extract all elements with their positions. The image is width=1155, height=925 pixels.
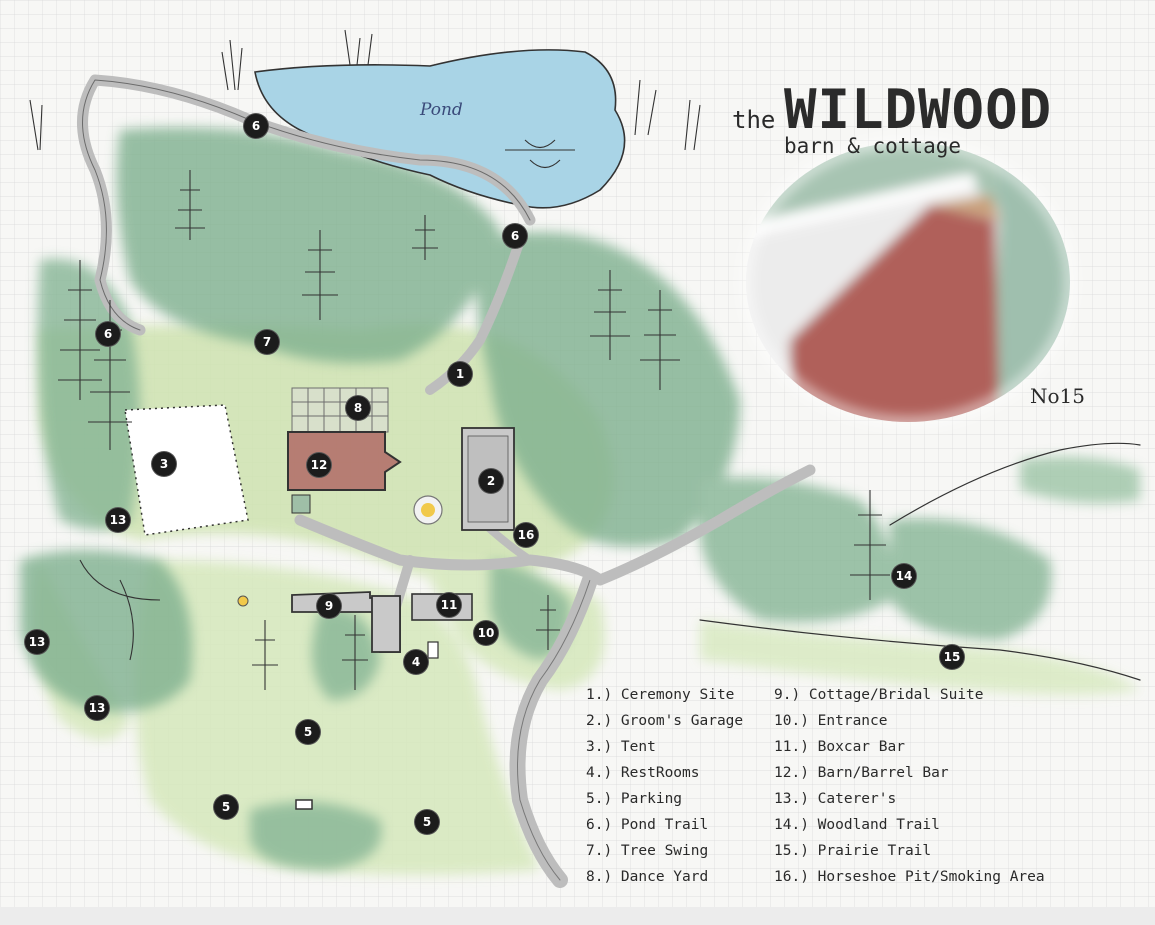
- legend-item: 8.) Dance Yard: [586, 869, 709, 885]
- marker-horseshoe-pit[interactable]: 16: [514, 523, 538, 547]
- marker-restrooms[interactable]: 4: [404, 650, 428, 674]
- marker-woodland-trail[interactable]: 14: [892, 564, 916, 588]
- trails: [77, 74, 1141, 888]
- map-title: WILDWOOD: [784, 78, 1053, 141]
- barn-shape: [287, 431, 402, 491]
- marker-entrance[interactable]: 10: [474, 621, 498, 645]
- forest-areas: [20, 127, 1140, 870]
- legend-item: 13.) Caterer's: [774, 791, 897, 807]
- legend-column-right: 9.) Cottage/Bridal Suite 10.) Entrance 1…: [774, 682, 1045, 890]
- marker-caterers[interactable]: 13: [106, 508, 130, 532]
- marker-barn-barrel-bar[interactable]: 12: [307, 453, 331, 477]
- legend-item: 1.) Ceremony Site: [586, 687, 735, 703]
- legend-item: 10.) Entrance: [774, 713, 888, 729]
- bottom-bar: [0, 907, 1155, 925]
- legend-item: 2.) Groom's Garage: [586, 713, 744, 729]
- marker-parking[interactable]: 5: [415, 810, 439, 834]
- legend-column-left: 1.) Ceremony Site 2.) Groom's Garage 3.)…: [586, 682, 743, 890]
- marker-grooms-garage[interactable]: 2: [479, 469, 503, 493]
- legend-item: 9.) Cottage/Bridal Suite: [774, 687, 984, 703]
- legend-item: 16.) Horseshoe Pit/Smoking Area: [774, 869, 1045, 885]
- marker-caterers[interactable]: 13: [85, 696, 109, 720]
- restroom-shape: [427, 641, 439, 659]
- marker-tent[interactable]: 3: [152, 452, 176, 476]
- marker-pond-trail[interactable]: 6: [244, 114, 268, 138]
- barn-photo: [746, 142, 1070, 422]
- yellow-dot: [237, 595, 249, 607]
- marker-tree-swing[interactable]: 7: [255, 330, 279, 354]
- legend-item: 5.) Parking: [586, 791, 683, 807]
- marker-dance-yard[interactable]: 8: [346, 396, 370, 420]
- marker-ceremony-site[interactable]: 1: [448, 362, 472, 386]
- marker-boxcar-bar[interactable]: 11: [437, 593, 461, 617]
- legend-item: 6.) Pond Trail: [586, 817, 709, 833]
- marker-prairie-trail[interactable]: 15: [940, 645, 964, 669]
- marker-parking[interactable]: 5: [296, 720, 320, 744]
- map-number-badge: No15: [1030, 384, 1085, 408]
- legend-item: 11.) Boxcar Bar: [774, 739, 905, 755]
- marker-pond-trail[interactable]: 6: [96, 322, 120, 346]
- marker-cottage[interactable]: 9: [317, 594, 341, 618]
- tent-outline: [124, 404, 249, 536]
- pond-label: Pond: [420, 100, 463, 120]
- legend-item: 15.) Prairie Trail: [774, 843, 932, 859]
- legend-item: 4.) RestRooms: [586, 765, 700, 781]
- map-subtitle: barn & cottage: [784, 134, 962, 158]
- marker-caterers[interactable]: 13: [25, 630, 49, 654]
- legend-item: 12.) Barn/Barrel Bar: [774, 765, 949, 781]
- legend-item: 3.) Tent: [586, 739, 656, 755]
- marker-pond-trail[interactable]: 6: [503, 224, 527, 248]
- dance-yard: [291, 387, 389, 433]
- parking-sign: [295, 799, 313, 810]
- marker-parking[interactable]: 5: [214, 795, 238, 819]
- title-the: the: [732, 106, 776, 134]
- legend-item: 7.) Tree Swing: [586, 843, 709, 859]
- tree-sketches: [29, 29, 890, 690]
- legend-item: 14.) Woodland Trail: [774, 817, 940, 833]
